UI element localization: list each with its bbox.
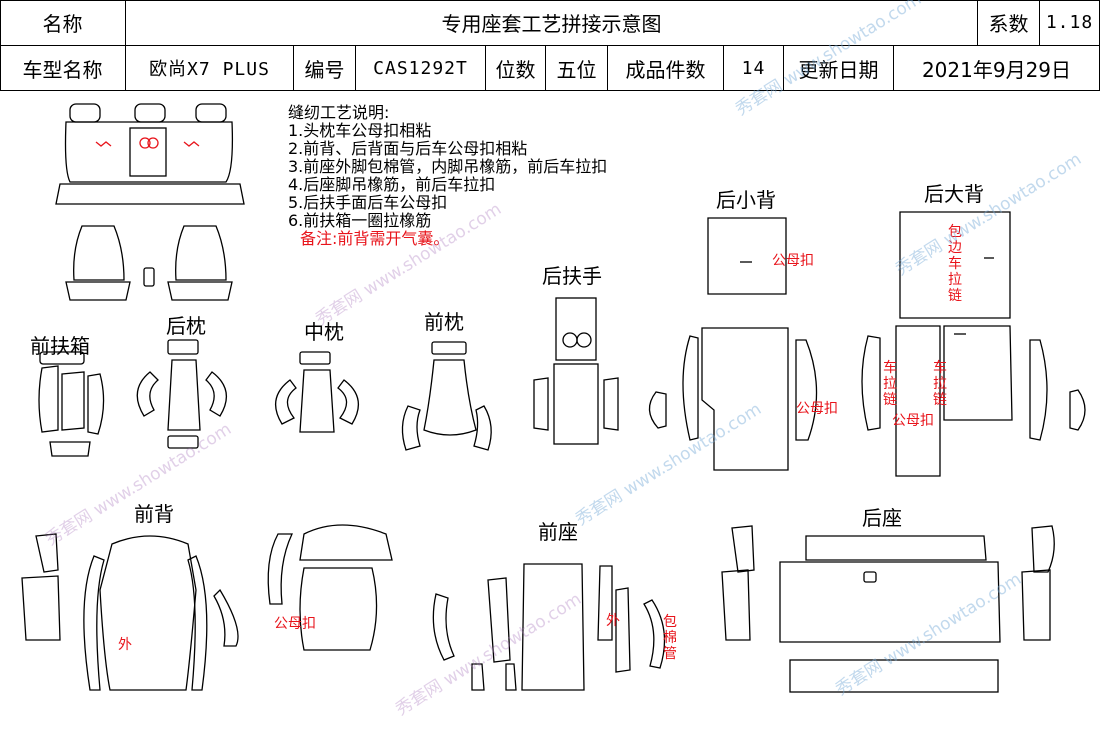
- label-front-seat: 前座: [538, 520, 578, 544]
- annotation-outer-front-seat: 外: [606, 613, 620, 629]
- sewing-notes: 缝纫工艺说明: 1.头枕车公母扣相粘 2.前背、后背面与后车公母扣相粘 3.前座…: [288, 104, 607, 248]
- note-item-5: 5.后扶手面后车公母扣: [288, 193, 448, 212]
- seats-label: 位数: [486, 46, 546, 91]
- annotation-snap-front-back: 公母扣: [274, 616, 316, 632]
- rear-big-back-pieces: [861, 211, 1086, 477]
- code-label: 编号: [294, 46, 356, 91]
- annotation-edge-zipper: 包边车拉链: [948, 224, 962, 304]
- coef-label: 系数: [978, 0, 1040, 46]
- label-rear-seat: 后座: [862, 506, 902, 530]
- notes-remark: 备注:前背需开气囊。: [300, 229, 450, 248]
- note-item-4: 4.后座脚吊橡筋，前后车拉扣: [288, 175, 496, 194]
- front-seat-illustration: [65, 225, 233, 301]
- label-front-armbox: 前扶箱: [30, 334, 90, 358]
- label-front-back: 前背: [134, 502, 174, 526]
- note-item-3: 3.前座外脚包棉管，内脚吊橡筋，前后车拉扣: [288, 157, 608, 176]
- annotation-snap-rear-small-back-lower: 公母扣: [796, 401, 838, 417]
- annotation-zipper-right: 车拉链: [933, 360, 947, 408]
- annotation-snap-rear-small-back: 公母扣: [772, 253, 814, 269]
- front-back-pieces: [21, 524, 393, 691]
- label-rear-small-back: 后小背: [716, 188, 776, 212]
- label-rear-headrest: 后枕: [166, 314, 206, 338]
- rear-headrest-pieces: [136, 339, 228, 449]
- name-label: 名称: [0, 0, 126, 46]
- notes-title: 缝纫工艺说明:: [288, 103, 390, 122]
- label-front-headrest: 前枕: [424, 310, 464, 334]
- label-rear-big-back: 后大背: [924, 182, 984, 206]
- front-headrest-pieces: [401, 341, 492, 451]
- page-title: 专用座套工艺拼接示意图: [126, 0, 978, 46]
- label-middle-headrest: 中枕: [304, 320, 344, 344]
- annotation-outer-front-back: 外: [118, 637, 132, 653]
- annotation-zipper-left: 车拉链: [883, 360, 897, 408]
- note-item-2: 2.前背、后背面与后车公母扣相粘: [288, 139, 528, 158]
- front-seat-pieces: [432, 563, 666, 691]
- rear-armrest-pieces: [533, 297, 619, 445]
- annotation-cotton-pipe: 包棉管: [663, 614, 677, 662]
- front-armbox-pieces: [38, 351, 105, 457]
- rear-bench-illustration: [55, 103, 245, 205]
- middle-headrest-pieces: [274, 351, 360, 433]
- label-rear-armrest: 后扶手: [542, 264, 602, 288]
- annotation-snap-rear-big-back: 公母扣: [892, 413, 934, 429]
- note-item-6: 6.前扶箱一圈拉橡筋: [288, 211, 432, 230]
- note-item-1: 1.头枕车公母扣相粘: [288, 121, 432, 140]
- rear-small-back-pieces: [648, 217, 818, 471]
- rear-seat-pieces: [721, 525, 1055, 693]
